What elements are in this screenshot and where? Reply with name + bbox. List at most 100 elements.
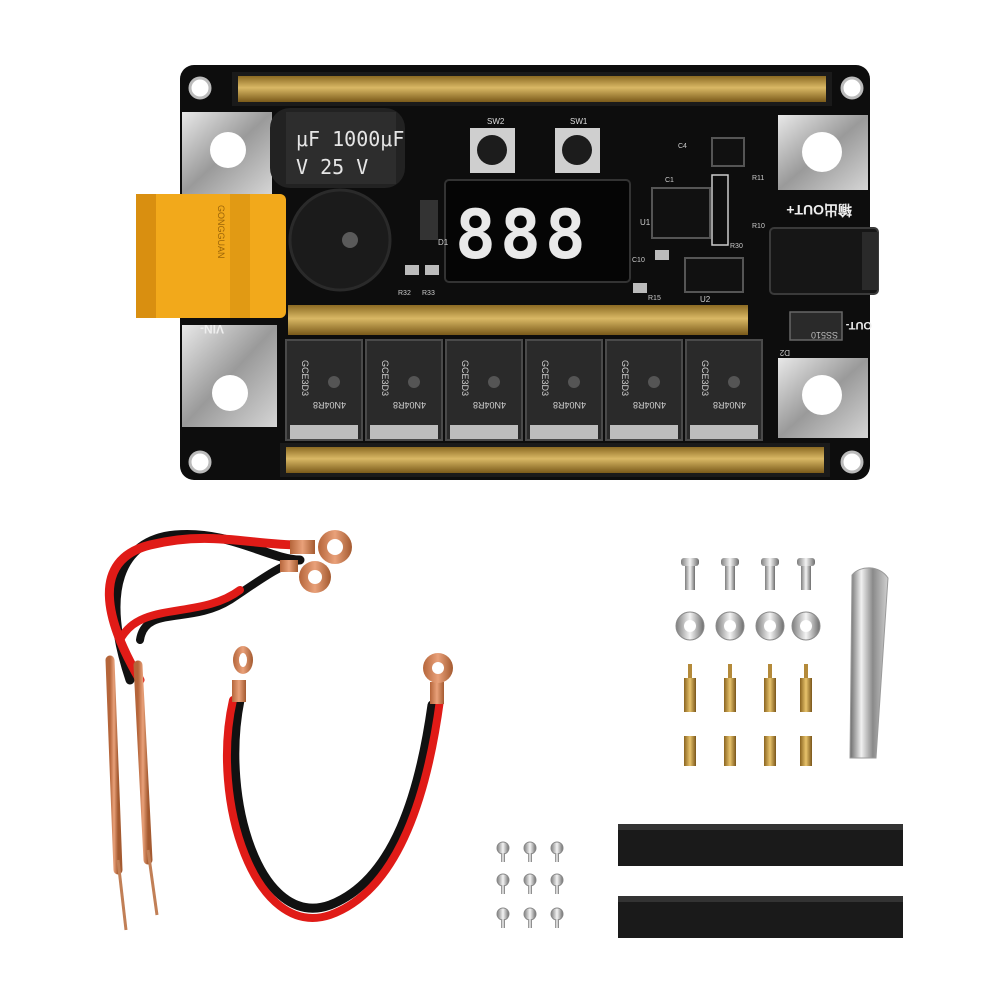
small-screw-thread <box>528 919 532 928</box>
copper-bus-bars <box>232 72 832 477</box>
sw1-label: SW1 <box>570 117 588 126</box>
resistor <box>405 265 419 275</box>
screw-head <box>681 558 699 566</box>
welding-pen-cables <box>104 529 453 931</box>
screw-thread <box>725 566 735 590</box>
mosfet-body <box>285 339 363 441</box>
resistor <box>633 283 647 293</box>
ref-r32: R32 <box>398 290 411 297</box>
small-screw-thread <box>528 885 532 894</box>
standoff-body <box>724 678 736 712</box>
small-screw <box>496 873 510 894</box>
screw <box>721 558 739 590</box>
short-standoff <box>684 736 696 766</box>
small-screw-thread <box>501 919 505 928</box>
hex-nut <box>715 611 745 641</box>
dc-jack-face <box>862 232 878 290</box>
mosfet-body <box>525 339 603 441</box>
pad-hole <box>802 375 842 415</box>
xt60-side <box>136 194 156 318</box>
spot-welder-board: μF 1000μF V 25 V GONGGUAN SW2 SW1 <box>136 65 879 480</box>
ref-c1: C1 <box>665 177 674 184</box>
small-screw <box>496 841 510 862</box>
heatshrink-tube <box>618 824 903 866</box>
small-screw-head <box>496 873 510 887</box>
ic-u2 <box>684 257 744 293</box>
pen-tip <box>146 849 159 916</box>
small-screw-head <box>550 907 564 921</box>
long-standoff <box>800 664 812 712</box>
standoff-body <box>800 678 812 712</box>
mosfet-logo <box>328 376 340 388</box>
small-screw-head <box>550 841 564 855</box>
lug-crimp <box>290 540 315 554</box>
lug-crimp <box>232 680 246 702</box>
buzzer <box>288 188 392 292</box>
ref-r33: R33 <box>422 290 435 297</box>
xt60-ridge <box>230 194 250 318</box>
ic-u1 <box>651 187 711 239</box>
ref-u2: U2 <box>700 295 711 304</box>
diode-d2 <box>789 311 843 341</box>
nickel-strip-roll <box>849 567 889 759</box>
standoff-body <box>724 736 736 766</box>
standoff-thread <box>688 664 692 678</box>
nut-hole <box>724 620 736 632</box>
screw-thread <box>765 566 775 590</box>
smd-components: D1 R32 R33 C10 R15 C1 C4 R30 R10 R11 <box>398 143 765 302</box>
mosfet-logo <box>488 376 500 388</box>
small-screw-head <box>496 841 510 855</box>
mounting-hole <box>188 76 212 100</box>
mounting-hole <box>840 450 864 474</box>
terminal-pads <box>182 112 868 438</box>
xt60-connector: GONGGUAN <box>136 194 286 318</box>
mosfet-label: 4N04R8 <box>633 400 666 410</box>
sw2-button <box>477 135 507 165</box>
small-screw-thread <box>528 853 532 862</box>
mounting-hole <box>840 76 864 100</box>
mosfet-code: GCE3D3 <box>700 360 710 396</box>
mosfet-label: 4N04R8 <box>713 400 746 410</box>
buzzer-hole <box>342 232 358 248</box>
small-screw <box>523 907 537 928</box>
ref-r10: R10 <box>752 223 765 230</box>
ring-lug-hole <box>327 539 343 555</box>
heatshrink-tubes <box>618 824 903 938</box>
mosfet-tab <box>290 425 358 439</box>
regulator <box>711 137 745 167</box>
pad-hole <box>802 132 842 172</box>
sw2-label: SW2 <box>487 117 505 126</box>
capacitor-label-bottom: V 25 V <box>296 155 368 179</box>
small-screw-thread <box>501 853 505 862</box>
short-standoff <box>724 736 736 766</box>
standoff-thread <box>768 664 772 678</box>
heatshrink-tube <box>618 896 903 938</box>
mosfet-body <box>605 339 683 441</box>
label-out-plus: 输出OUT+ <box>786 202 852 218</box>
small-screw-head <box>496 907 510 921</box>
integrated-circuits: U1 U2 <box>640 137 745 304</box>
bus-bar-middle <box>288 305 748 335</box>
standoff-body <box>764 736 776 766</box>
small-screw <box>550 841 564 862</box>
ref-r11: R11 <box>752 175 764 182</box>
small-screw-head <box>550 873 564 887</box>
mosfet-tab <box>530 425 598 439</box>
ref-d2: D2 <box>779 348 790 357</box>
ref-ss510: SS510 <box>811 330 838 340</box>
mosfet-row: GCE3D34N04R8GCE3D34N04R8GCE3D34N04R8GCE3… <box>285 339 763 441</box>
small-screw <box>550 907 564 928</box>
seven-segment-display: 888 <box>444 179 631 283</box>
ring-lug-hole <box>239 653 247 667</box>
diode-d1 <box>420 200 438 240</box>
cable-red <box>104 533 305 685</box>
heatshrink-highlight <box>618 896 903 902</box>
standoff-body <box>684 678 696 712</box>
small-screw-thread <box>555 919 559 928</box>
small-screw-head <box>523 841 537 855</box>
heatshrink-highlight <box>618 824 903 830</box>
